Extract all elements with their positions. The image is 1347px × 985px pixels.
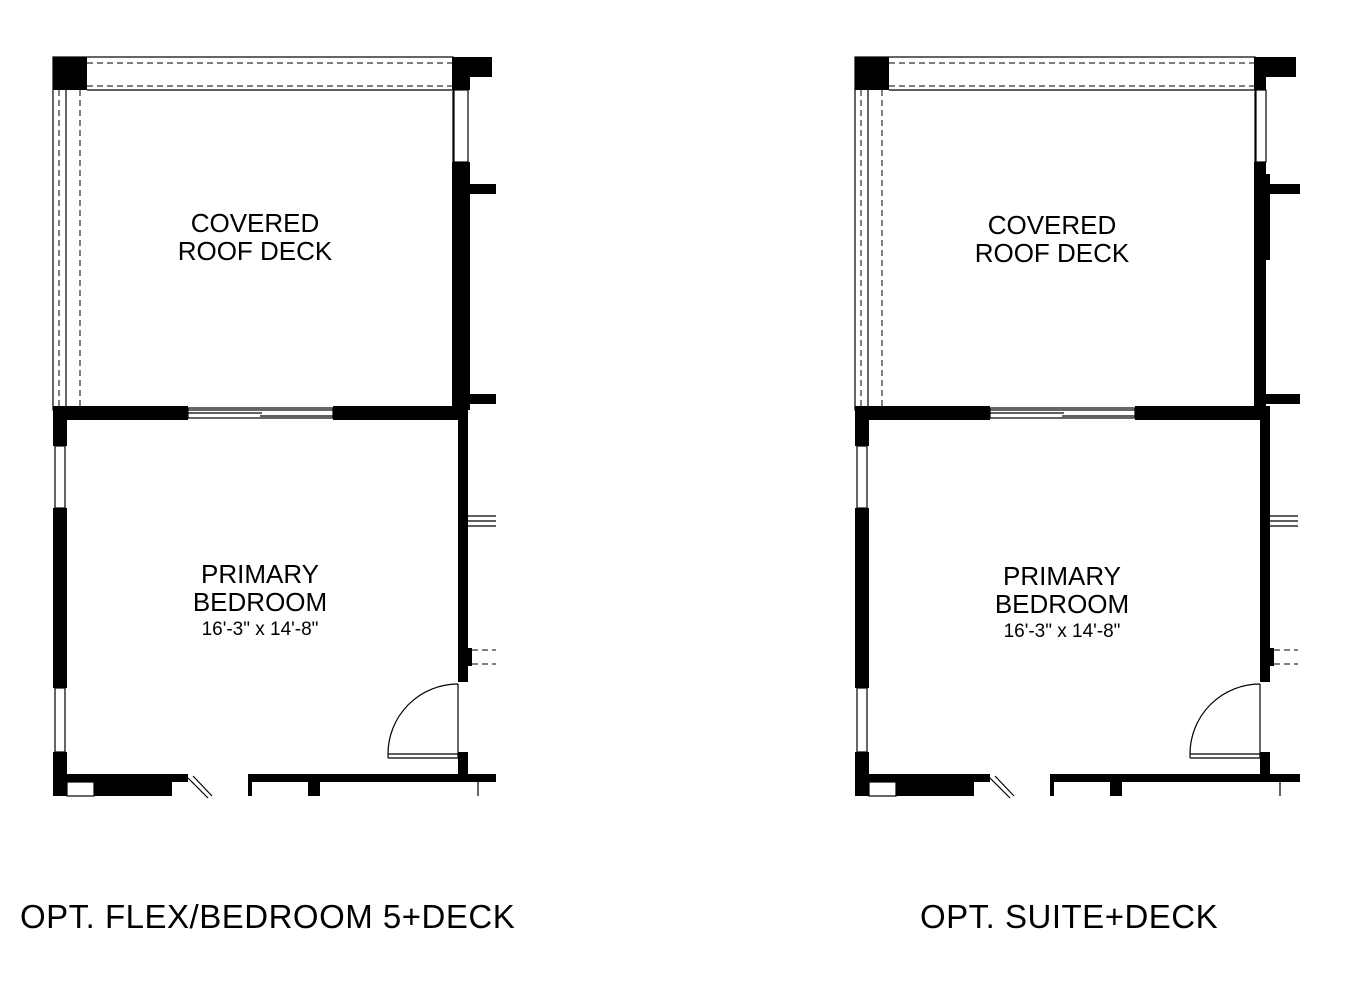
covered-roof-deck-area: COVERED ROOF DECK — [52, 56, 496, 411]
bedroom-dimensions: 16'-3" x 14'-8" — [202, 619, 319, 640]
floor-plan-suite-deck: COVERED ROOF DECK — [854, 56, 1300, 799]
primary-bedroom-area: PRIMARY BEDROOM 16'-3" x 14'-8" — [855, 406, 1300, 799]
window-left-upper — [54, 445, 66, 509]
sliding-door[interactable] — [989, 407, 1136, 419]
sliding-door[interactable] — [187, 407, 334, 419]
swing-door[interactable] — [387, 683, 459, 759]
bedroom-label-line1: PRIMARY — [201, 559, 319, 589]
window-left-lower — [54, 687, 66, 753]
bedroom-label-line2: BEDROOM — [193, 587, 327, 617]
deck-label-line1: COVERED — [988, 210, 1117, 240]
plan-caption-suite: OPT. SUITE+DECK — [920, 898, 1219, 935]
primary-bedroom-area: PRIMARY BEDROOM 16'-3" x 14'-8" — [53, 406, 496, 799]
deck-label-line2: ROOF DECK — [975, 238, 1130, 268]
bedroom-label-line1: PRIMARY — [1003, 561, 1121, 591]
deck-corner-post — [855, 57, 889, 90]
floor-plan-flex-bedroom-5-deck: COVERED ROOF DECK — [52, 56, 496, 799]
deck-corner-post — [53, 57, 87, 90]
deck-label-line1: COVERED — [191, 208, 320, 238]
covered-roof-deck-area: COVERED ROOF DECK — [854, 56, 1300, 411]
bedroom-label-line2: BEDROOM — [995, 589, 1129, 619]
swing-door[interactable] — [1189, 683, 1261, 759]
window-left-upper — [856, 445, 868, 509]
bedroom-dimensions: 16'-3" x 14'-8" — [1004, 621, 1121, 642]
deck-label-line2: ROOF DECK — [178, 236, 333, 266]
window-left-lower — [856, 687, 868, 753]
plan-caption-flex-bedroom: OPT. FLEX/BEDROOM 5+DECK — [20, 898, 516, 935]
